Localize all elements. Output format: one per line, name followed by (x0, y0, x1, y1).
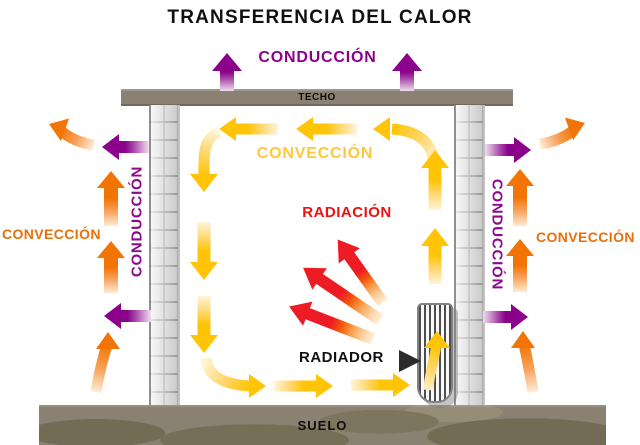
convection-arrow-sink-1 (190, 222, 218, 280)
convection-arrow-left-up-1 (97, 171, 125, 226)
convection-arrow-ceiling-left-1 (219, 117, 278, 141)
right-wall (454, 105, 485, 405)
ceiling-label: TECHO (298, 92, 336, 103)
convection-arrow-rise-2 (421, 228, 449, 284)
convection-arrow-rise-1 (421, 150, 449, 210)
floor-label: SUELO (297, 417, 348, 433)
radiation-arrow-2 (303, 267, 384, 325)
conduction-arrow-right-wall-bottom (483, 304, 528, 330)
radiator-pointer-icon (399, 350, 421, 372)
conduction-left-wall-label: CONDUCCIÓN (128, 165, 146, 278)
convection-arrow-right-up-2 (506, 239, 534, 292)
radiation-label: RADIACIÓN (302, 204, 392, 221)
radiator-label: RADIADOR (299, 349, 384, 366)
convection-left-label: CONVECCIÓN (2, 226, 101, 242)
conduction-arrow-left-wall-bottom (104, 303, 151, 329)
convection-arrow-ceiling-left-2 (296, 117, 357, 141)
convection-curve-left-bottom (90, 332, 120, 393)
ceiling-slab: TECHO (121, 89, 513, 106)
radiation-arrow-1 (337, 239, 388, 307)
conduction-arrow-right-wall-top (485, 137, 531, 163)
conduction-arrow-left-wall-top (102, 134, 149, 160)
conduction-arrow-ceiling-left (212, 53, 242, 91)
convection-right-label: CONVECCIÓN (536, 229, 635, 245)
convection-curve-floor-left (200, 357, 266, 398)
page-title: TRANSFERENCIA DEL CALOR (167, 7, 473, 28)
convection-arrow-sink-2 (190, 296, 218, 353)
conduction-arrow-ceiling-right (392, 53, 422, 91)
convection-curve-right-bottom (511, 331, 539, 393)
convection-curve-right-top (539, 117, 585, 150)
convection-interior-label: CONVECCIÓN (256, 145, 374, 162)
convection-curve-left-top (49, 118, 95, 151)
convection-arrow-left-up-2 (97, 241, 125, 293)
convection-arrow-floor-right-1 (274, 374, 333, 398)
convection-arrow-floor-right-2 (351, 373, 410, 397)
convection-arrow-right-up-1 (506, 169, 534, 226)
convection-arrow-radiator-up (423, 331, 450, 391)
floor-slab: SUELO (39, 405, 606, 445)
conduction-right-wall-label: CONDUCCIÓN (488, 178, 506, 291)
convection-curve-ceiling-left-down (190, 126, 222, 192)
radiation-arrow-3 (289, 301, 376, 345)
left-wall (149, 105, 180, 405)
conduction-top-label: CONDUCCIÓN (258, 49, 377, 66)
